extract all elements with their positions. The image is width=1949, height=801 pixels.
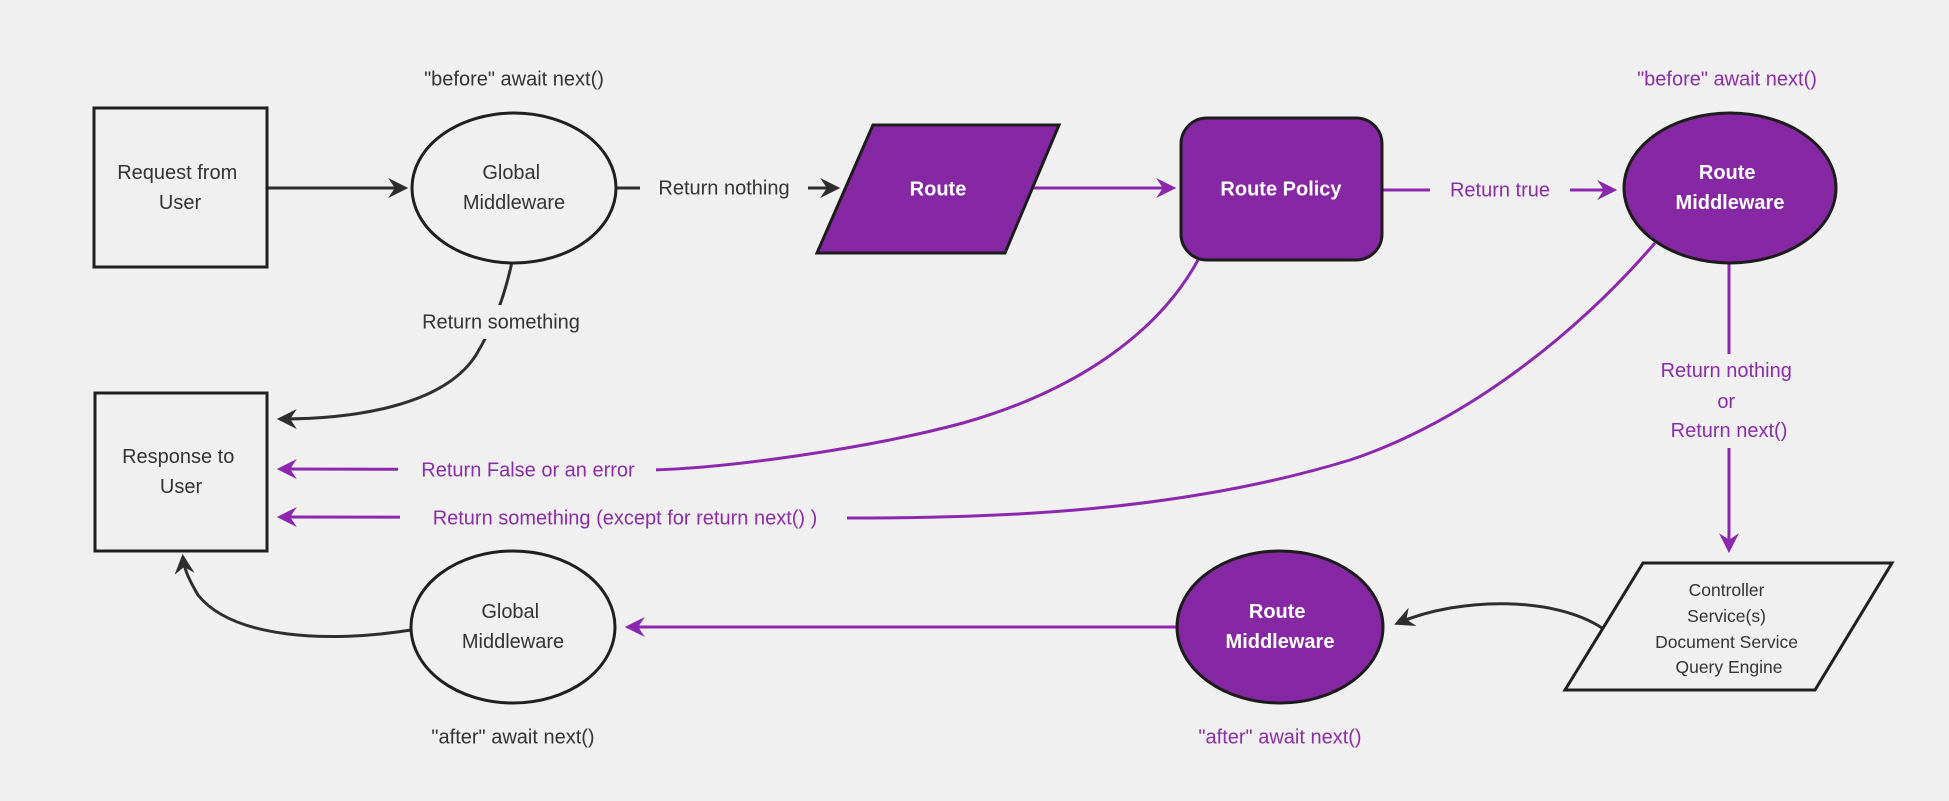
label-return-something-except: Return something (except for return next… bbox=[433, 507, 818, 529]
label-return-nothing-black: Return nothing bbox=[658, 177, 789, 199]
global-middleware-bottom-ellipse bbox=[409, 549, 617, 705]
route-middleware-bottom-label: Route Middleware bbox=[1226, 601, 1335, 653]
route-policy-label: Route Policy bbox=[1220, 178, 1342, 200]
label-return-nothing-or: Return nothing or Return next() bbox=[1661, 360, 1798, 442]
label-bg bbox=[1636, 354, 1822, 448]
controller-label: Controller Service(s) Document Service Q… bbox=[1655, 580, 1803, 677]
edge-global-middleware-bottom-to-response bbox=[174, 553, 412, 639]
edge-global-middleware-return-something bbox=[276, 261, 514, 429]
node-route-middleware-bottom: Route Middleware bbox=[1175, 549, 1385, 705]
label-before-await-next-purple: "before" await next() bbox=[1637, 68, 1817, 90]
route-middleware-bottom-ellipse bbox=[1175, 549, 1385, 705]
label-bg bbox=[417, 305, 585, 339]
edge-labels: "before" await next() Return nothing Ret… bbox=[398, 68, 1822, 748]
route-middleware-top-label: Route Middleware bbox=[1676, 162, 1785, 214]
route-middleware-top-ellipse bbox=[1622, 111, 1838, 265]
route-parallelogram bbox=[814, 123, 1062, 255]
label-return-false-or-error: Return False or an error bbox=[421, 459, 635, 481]
route-policy-box bbox=[1179, 116, 1384, 262]
request-label: Request from User bbox=[117, 162, 243, 214]
node-route: Route bbox=[814, 123, 1062, 255]
label-bg bbox=[398, 452, 656, 487]
node-response-to-user: Response to User bbox=[93, 391, 269, 553]
edges bbox=[174, 178, 1739, 639]
response-box bbox=[93, 391, 269, 553]
label-return-true: Return true bbox=[1450, 179, 1550, 201]
route-label: Route bbox=[910, 178, 967, 200]
request-box bbox=[92, 106, 269, 269]
nodes: Request from User Global Middleware Rout… bbox=[92, 106, 1895, 705]
node-route-middleware-top: Route Middleware bbox=[1622, 111, 1838, 265]
label-bg bbox=[640, 171, 808, 205]
edge-route-middleware-return-something bbox=[276, 242, 1657, 528]
node-controller-services: Controller Service(s) Document Service Q… bbox=[1562, 561, 1895, 692]
node-route-policy: Route Policy bbox=[1179, 116, 1384, 262]
label-bg bbox=[400, 500, 847, 535]
global-middleware-bottom-label: Global Middleware bbox=[462, 601, 564, 653]
controller-parallelogram bbox=[1562, 561, 1895, 692]
global-middleware-top-ellipse bbox=[410, 111, 618, 265]
label-bg bbox=[1430, 173, 1570, 207]
label-before-await-next-black: "before" await next() bbox=[424, 68, 604, 90]
node-global-middleware-bottom: Global Middleware bbox=[409, 549, 617, 705]
global-middleware-top-label: Global Middleware bbox=[463, 162, 565, 214]
label-return-something-black: Return something bbox=[422, 311, 580, 333]
node-request-from-user: Request from User bbox=[92, 106, 269, 269]
edge-controller-to-route-middleware-bottom bbox=[1394, 602, 1603, 630]
label-after-await-next-purple: "after" await next() bbox=[1198, 726, 1361, 748]
label-after-await-next-black: "after" await next() bbox=[431, 726, 594, 748]
edge-route-policy-return-false bbox=[276, 259, 1200, 480]
node-global-middleware-top: Global Middleware bbox=[410, 111, 618, 265]
response-label: Response to User bbox=[122, 446, 240, 498]
